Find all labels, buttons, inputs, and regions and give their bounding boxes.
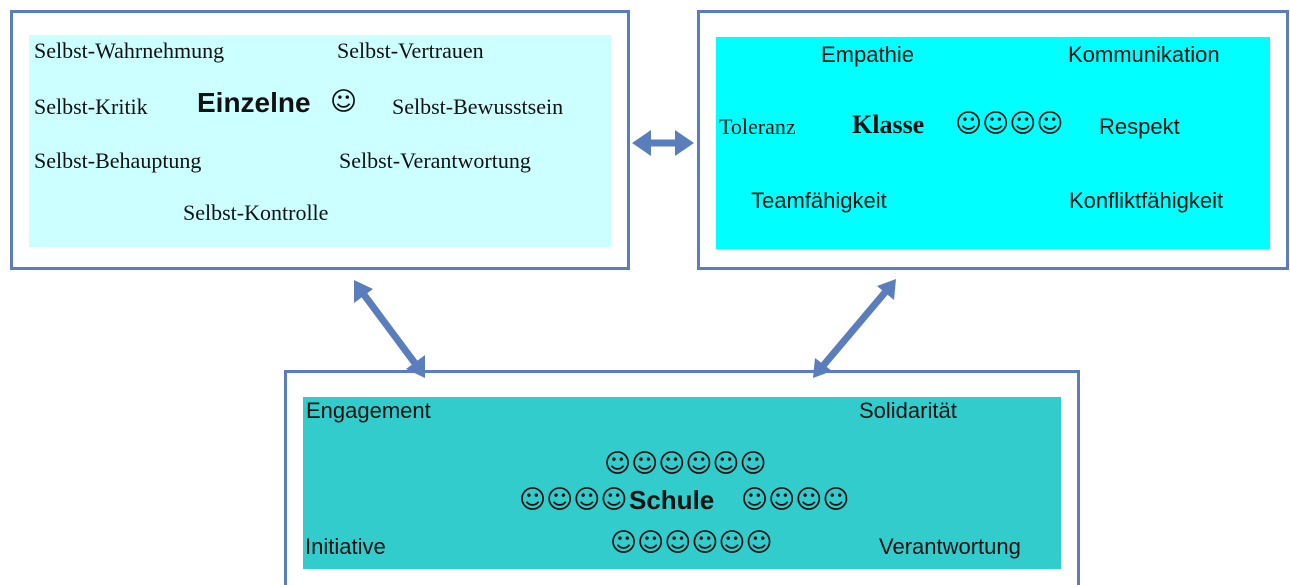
- einzelne-title: Einzelne: [197, 87, 311, 118]
- einzelne-item: Selbst-Vertrauen: [337, 38, 484, 63]
- klasse-title: Klasse: [852, 110, 925, 139]
- schule-panel: [303, 397, 1061, 569]
- einzelne-item: Selbst-Bewusstsein: [392, 94, 564, 119]
- schule-item: Verantwortung: [879, 534, 1021, 559]
- schule-smileys-left: ☺☺☺☺: [519, 485, 628, 515]
- klasse-smileys: ☺☺☺☺: [955, 109, 1064, 139]
- klasse-panel: [716, 37, 1270, 249]
- schule-smileys-right: ☺☺☺☺: [741, 485, 850, 515]
- schule-smileys-top: ☺☺☺☺☺☺: [604, 449, 767, 479]
- schule-box: [284, 370, 1080, 585]
- arrow-klasse-schule: [813, 279, 896, 378]
- schule-title: Schule: [629, 485, 715, 515]
- einzelne-box: [10, 10, 630, 270]
- einzelne-smileys: ☺: [330, 87, 358, 117]
- einzelne-item: Selbst-Verantwortung: [339, 148, 531, 173]
- einzelne-panel: [29, 35, 611, 247]
- einzelne-item: Selbst-Kritik: [34, 94, 148, 119]
- einzelne-item: Selbst-Kontrolle: [183, 200, 329, 225]
- klasse-item: Kommunikation: [1068, 42, 1220, 67]
- klasse-box: [697, 10, 1289, 270]
- einzelne-item: Selbst-Wahrnehmung: [34, 38, 225, 63]
- klasse-item: Teamfähigkeit: [751, 188, 887, 213]
- schule-item: Engagement: [306, 398, 431, 423]
- schule-item: Solidarität: [859, 398, 957, 423]
- klasse-item: Konfliktfähigkeit: [1069, 188, 1224, 213]
- klasse-item: Toleranz: [719, 114, 796, 139]
- klasse-item: Respekt: [1099, 114, 1180, 139]
- schule-item: Initiative: [305, 534, 386, 559]
- schule-smileys-bottom: ☺☺☺☺☺☺: [610, 528, 773, 558]
- einzelne-item: Selbst-Behauptung: [34, 148, 202, 173]
- arrow-einzelne-schule: [354, 280, 425, 378]
- arrow-einzelne-klasse: [632, 130, 694, 156]
- klasse-item: Empathie: [821, 42, 914, 67]
